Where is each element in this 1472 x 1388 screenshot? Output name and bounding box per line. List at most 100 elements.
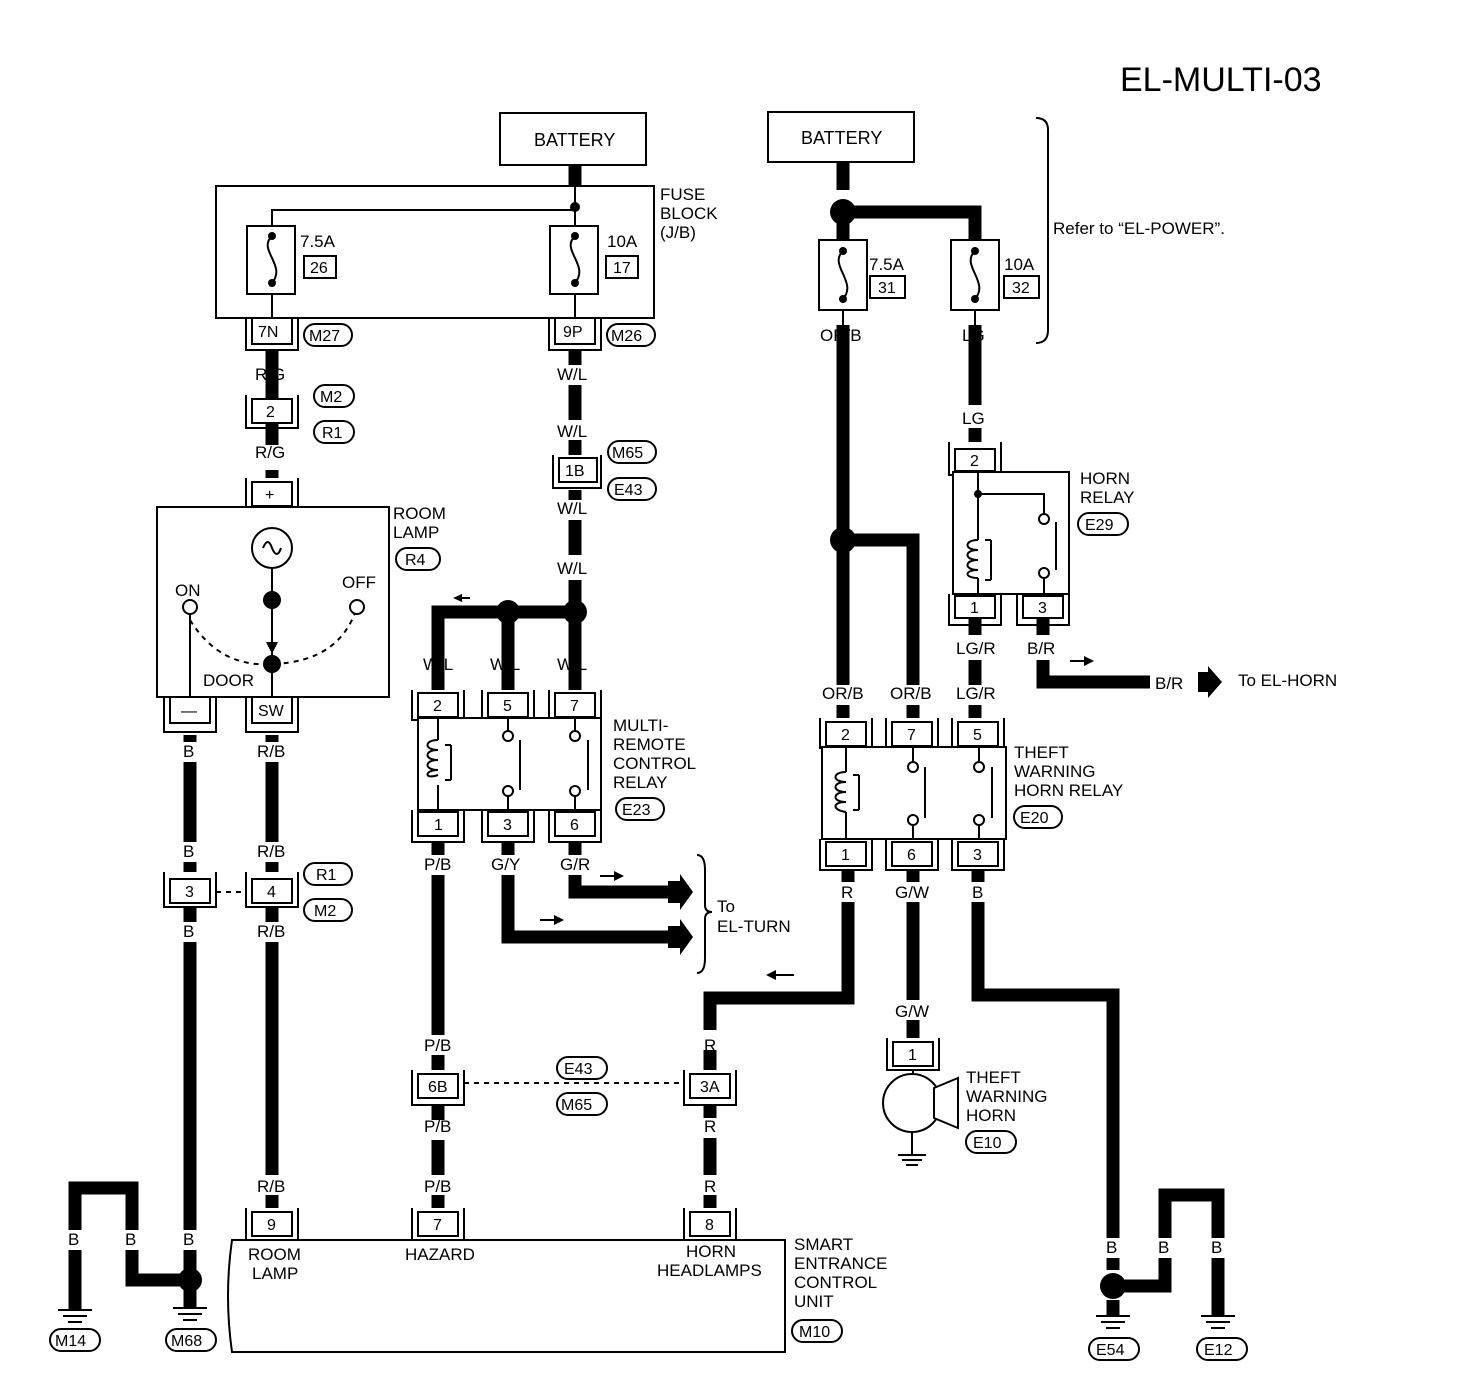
room-lamp-on-label: ON xyxy=(175,581,201,600)
wire-label-r-2: R xyxy=(704,1036,716,1055)
wire-label-gw-1: G/W xyxy=(895,883,929,902)
ground-m14: M14 xyxy=(49,1309,101,1352)
svg-text:R1: R1 xyxy=(316,867,337,884)
horn-relay: 2 1 3 HORN RELAY E29 xyxy=(948,442,1135,626)
svg-text:3A: 3A xyxy=(700,1079,720,1096)
fuse-block-junction xyxy=(570,202,580,212)
room-lamp-pin-minus: — xyxy=(181,703,197,720)
to-el-horn: B/R To EL-HORN xyxy=(1070,656,1337,698)
svg-text:M65: M65 xyxy=(612,445,643,462)
wire-label-br-1: B/R xyxy=(1027,639,1055,658)
fuse-32-rating: 10A xyxy=(1004,255,1035,274)
wire-label-r-4: R xyxy=(704,1177,716,1196)
svg-text:6B: 6B xyxy=(428,1079,448,1096)
junction-battery-right xyxy=(830,199,856,225)
room-lamp-off-label: OFF xyxy=(342,573,376,592)
junction-wl-1 xyxy=(563,600,587,624)
wire-label-rb-2: R/B xyxy=(257,842,285,861)
ground-e12-label: E12 xyxy=(1204,1342,1233,1359)
refer-note: Refer to “EL-POWER”. xyxy=(1053,219,1225,238)
svg-text:9P: 9P xyxy=(563,324,583,341)
wire-label-wl-2: W/L xyxy=(557,422,587,441)
wire-label-b-m14b: B xyxy=(125,1230,136,1249)
svg-text:2: 2 xyxy=(266,404,275,421)
theft-relay-connector: E20 xyxy=(1020,810,1049,827)
wire-label-b-e20: B xyxy=(972,883,983,902)
room-lamp: + ON OFF DOOR ROOM LAMP R4 — SW xyxy=(156,478,446,733)
fuse-17-number: 17 xyxy=(613,260,631,277)
svg-text:1: 1 xyxy=(434,817,443,834)
wire-label-pb-4: P/B xyxy=(424,1177,451,1196)
wire-label-lgr-1: LG/R xyxy=(956,639,996,658)
ground-e54: E54 xyxy=(1088,1315,1140,1361)
refer-bracket xyxy=(1035,117,1049,344)
svg-text:HORN RELAY: HORN RELAY xyxy=(1014,781,1123,800)
wire-label-orb-2: OR/B xyxy=(822,684,864,703)
svg-text:3: 3 xyxy=(503,817,512,834)
battery-left-label: BATTERY xyxy=(534,130,615,150)
svg-text:M65: M65 xyxy=(561,1097,592,1114)
ground-m14-label: M14 xyxy=(55,1333,86,1350)
svg-text:4: 4 xyxy=(267,884,276,901)
svg-text:3: 3 xyxy=(973,847,982,864)
multi-remote-control-relay: 2 5 7 1 3 6 MULTI- REMOTE CONTROL RELAY … xyxy=(411,690,696,843)
svg-text:EL-TURN: EL-TURN xyxy=(717,917,791,936)
wire-label-pb-1: P/B xyxy=(424,855,451,874)
fuse-block-label-2: BLOCK xyxy=(660,204,718,223)
svg-text:UNIT: UNIT xyxy=(794,1292,834,1311)
wire-label-b-3: B xyxy=(183,922,194,941)
wire-b-e54 xyxy=(971,870,1120,1270)
wire-label-rb-3: R/B xyxy=(257,922,285,941)
svg-text:SMART: SMART xyxy=(794,1235,853,1254)
theft-horn-connector: E10 xyxy=(973,1135,1002,1152)
room-lamp-pin-plus: + xyxy=(265,487,274,504)
flow-arrow-head-1 xyxy=(453,594,462,602)
to-el-turn: G/R G/Y To EL-TURN xyxy=(540,854,791,974)
svg-text:LAMP: LAMP xyxy=(252,1264,298,1283)
junction-wl-2 xyxy=(496,600,520,624)
fuse-block-bus xyxy=(271,186,576,228)
fuse-32: 10A 32 xyxy=(950,239,1040,325)
junction-ground-left xyxy=(178,1268,202,1292)
svg-text:THEFT: THEFT xyxy=(966,1068,1021,1087)
svg-text:G/R: G/R xyxy=(620,883,650,902)
wire-label-wl-7: W/L xyxy=(557,655,587,674)
svg-text:HORN: HORN xyxy=(966,1106,1016,1125)
svg-text:E43: E43 xyxy=(614,482,643,499)
fuse-26-rating: 7.5A xyxy=(300,232,336,251)
wire-label-wl-4: W/L xyxy=(557,559,587,578)
svg-text:7: 7 xyxy=(570,698,579,715)
connector-9p: 9P M26 xyxy=(548,317,656,351)
svg-text:3: 3 xyxy=(185,884,194,901)
svg-text:M2: M2 xyxy=(314,903,336,920)
svg-text:M2: M2 xyxy=(320,389,342,406)
smart-entrance-control-unit: 9 7 8 ROOM LAMP HAZARD HORN HEADLAMPS SM… xyxy=(227,1208,888,1353)
svg-text:2: 2 xyxy=(841,727,850,744)
svg-text:5: 5 xyxy=(973,727,982,744)
wire-gr xyxy=(568,842,668,899)
svg-text:6: 6 xyxy=(907,847,916,864)
svg-text:1: 1 xyxy=(908,1047,917,1064)
svg-text:2: 2 xyxy=(433,698,442,715)
wire-ground-m14 xyxy=(68,1181,190,1310)
wire-label-b-e12a: B xyxy=(1158,1238,1169,1257)
room-lamp-pin-sw: SW xyxy=(258,703,285,720)
room-lamp-name-1: ROOM xyxy=(393,504,446,523)
wire-label-b-m68: B xyxy=(183,1230,194,1249)
diagram-title: EL-MULTI-03 xyxy=(1120,61,1322,99)
svg-text:1: 1 xyxy=(970,600,979,617)
svg-text:MULTI-: MULTI- xyxy=(613,716,668,735)
room-lamp-connector: R4 xyxy=(405,552,426,569)
fuse-31-number: 31 xyxy=(878,280,896,297)
wire-r xyxy=(703,870,855,1070)
wire-label-gy-1: G/Y xyxy=(491,855,520,874)
svg-text:HEADLAMPS: HEADLAMPS xyxy=(657,1261,762,1280)
svg-text:REMOTE: REMOTE xyxy=(613,735,686,754)
svg-text:9: 9 xyxy=(267,1217,276,1234)
svg-text:5: 5 xyxy=(503,698,512,715)
wire-label-rb-1: R/B xyxy=(257,742,285,761)
battery-right-box xyxy=(767,111,915,163)
ground-m68-label: M68 xyxy=(171,1333,202,1350)
fuse-31: 7.5A 31 xyxy=(818,239,906,325)
connector-6b-3a-e43-m65: 6B 3A E43 M65 xyxy=(411,1056,737,1116)
